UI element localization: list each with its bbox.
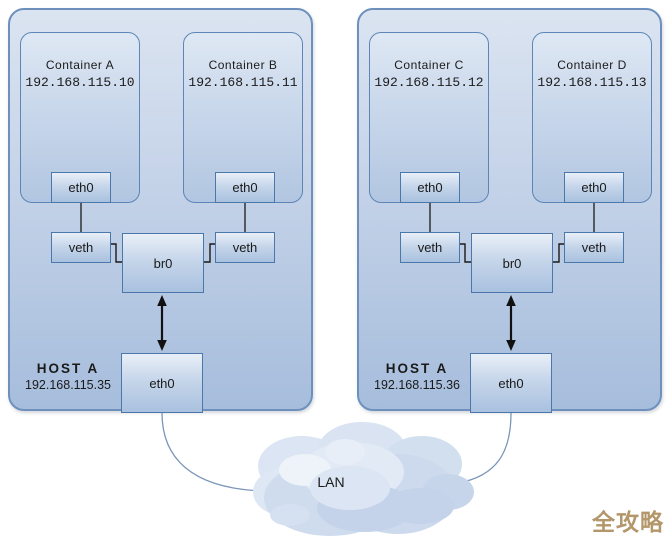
container-name: Container C xyxy=(394,58,464,72)
container-box-c: Container C 192.168.115.12 xyxy=(369,32,489,203)
lan-cloud xyxy=(253,422,474,536)
lan-label: LAN xyxy=(317,474,345,490)
host-1-label: HOST A 192.168.115.35 xyxy=(14,360,122,393)
container-c-eth0-box: eth0 xyxy=(400,172,460,203)
veth-box-a: veth xyxy=(51,232,111,263)
host-2-eth0-box: eth0 xyxy=(470,353,552,413)
bridge-box-2: br0 xyxy=(471,233,553,293)
container-ip: 192.168.115.10 xyxy=(25,75,135,90)
container-ip: 192.168.115.12 xyxy=(374,75,484,90)
veth-box-d: veth xyxy=(564,232,624,263)
container-ip: 192.168.115.13 xyxy=(537,75,647,90)
host-1-lan-link xyxy=(161,412,263,492)
container-ip: 192.168.115.11 xyxy=(188,75,298,90)
host-name: HOST A xyxy=(385,361,449,376)
host-name: HOST A xyxy=(36,361,100,376)
container-b-eth0-box: eth0 xyxy=(215,172,275,203)
watermark-text: 全攻略 xyxy=(592,509,664,535)
container-a-eth0-box: eth0 xyxy=(51,172,111,203)
veth-box-c: veth xyxy=(400,232,460,263)
host-ip: 192.168.115.35 xyxy=(25,378,111,392)
host-2-lan-link xyxy=(457,412,512,484)
veth-box-b: veth xyxy=(215,232,275,263)
container-name: Container A xyxy=(45,58,115,72)
bridge-box-1: br0 xyxy=(122,233,204,293)
container-name: Container D xyxy=(557,58,627,72)
host-2-label: HOST A 192.168.115.36 xyxy=(363,360,471,393)
host-1-eth0-box: eth0 xyxy=(121,353,203,413)
host-ip: 192.168.115.36 xyxy=(374,378,460,392)
container-name: Container B xyxy=(208,58,278,72)
container-d-eth0-box: eth0 xyxy=(564,172,624,203)
